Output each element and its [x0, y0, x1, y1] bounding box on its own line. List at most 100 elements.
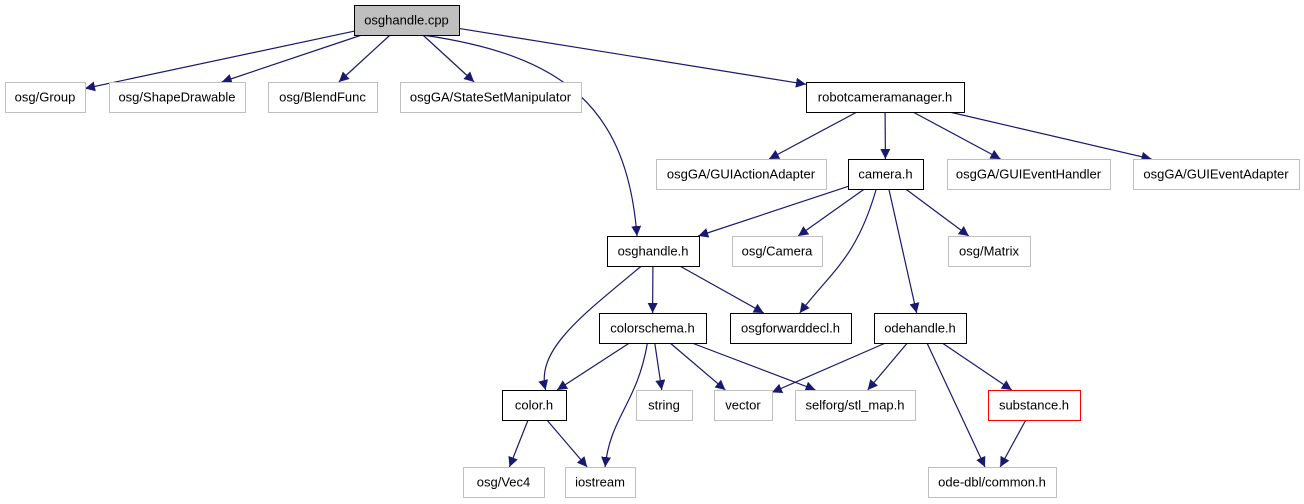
edge-osghandle_cpp-to-osg_group [84, 30, 355, 92]
edge-colorschema_h-to-vector [669, 342, 726, 391]
node-box-string [636, 390, 693, 421]
node-label-osgga_guiactionadapter: osgGA/GUIActionAdapter [667, 167, 816, 182]
edge-odehandle_h-to-selforg_stl_map_h [867, 342, 908, 391]
node-box-osghandle_cpp [354, 5, 460, 36]
node-label-substance_h: substance.h [999, 398, 1069, 413]
node-label-osgga_guieventadapter: osgGA/GUIEventAdapter [1143, 167, 1289, 182]
node-label-odehandle_h: odehandle.h [884, 321, 956, 336]
node-ode_dbl_common_h: ode-dbl/common.h [928, 467, 1057, 498]
node-label-osgga_guieventhandler: osgGA/GUIEventHandler [956, 167, 1102, 182]
edge-robotcameramanager_h-to-osgga_guieventhandler [912, 111, 1001, 160]
node-box-ode_dbl_common_h [928, 467, 1057, 498]
node-camera_h[interactable]: camera.h [848, 159, 924, 190]
node-osg_camera: osg/Camera [732, 236, 823, 267]
edge-odehandle_h-to-ode_dbl_common_h [926, 342, 986, 468]
edge-colorschema_h-to-string [654, 342, 666, 391]
node-colorschema_h[interactable]: colorschema.h [599, 313, 707, 344]
node-osgga_statesetmanipulator: osgGA/StateSetManipulator [400, 82, 582, 113]
node-box-osgga_guiactionadapter [656, 159, 827, 190]
node-vector: vector [714, 390, 773, 421]
node-box-osgga_statesetmanipulator [400, 82, 582, 113]
edge-robotcameramanager_h-to-osgga_guieventadapter [949, 111, 1152, 162]
node-osg_shapedrawable: osg/ShapeDrawable [109, 82, 246, 113]
node-osg_vec4: osg/Vec4 [463, 467, 545, 498]
node-osghandle_cpp[interactable]: osghandle.cpp [354, 5, 460, 36]
node-label-vector: vector [725, 398, 761, 413]
node-label-osgforwarddecl_h: osgforwarddecl.h [741, 321, 840, 336]
node-label-camera_h: camera.h [858, 167, 912, 182]
node-osg_blendfunc: osg/BlendFunc [268, 82, 378, 113]
node-layer: osghandle.cpp osg/Group osg/ShapeDrawable o… [5, 5, 1300, 498]
node-label-ode_dbl_common_h: ode-dbl/common.h [938, 475, 1046, 490]
edge-odehandle_h-to-vector [771, 342, 886, 393]
node-box-camera_h [848, 159, 924, 190]
edge-osghandle_h-to-osgforwarddecl_h [679, 265, 765, 314]
node-label-colorschema_h: colorschema.h [610, 321, 695, 336]
edge-osghandle_cpp-to-osg_blendfunc [338, 34, 391, 83]
node-box-iostream [565, 467, 636, 498]
node-box-odehandle_h [874, 313, 967, 344]
node-label-osg_camera: osg/Camera [742, 244, 814, 259]
edge-camera_h-to-osg_camera [797, 188, 865, 237]
node-box-vector [714, 390, 773, 421]
node-label-selforg_stl_map_h: selforg/stl_map.h [806, 398, 905, 413]
node-box-substance_h [988, 390, 1081, 421]
node-osg_matrix: osg/Matrix [948, 236, 1031, 267]
node-selforg_stl_map_h: selforg/stl_map.h [795, 390, 916, 421]
node-label-osg_group: osg/Group [15, 90, 76, 105]
node-box-osg_matrix [948, 236, 1031, 267]
node-osg_group: osg/Group [5, 82, 86, 113]
node-label-robotcameramanager_h: robotcameramanager.h [818, 90, 952, 105]
node-substance_h[interactable]: substance.h [988, 390, 1081, 421]
edge-camera_h-to-osg_matrix [905, 188, 970, 237]
node-label-color_h: color.h [515, 398, 553, 413]
node-box-colorschema_h [599, 313, 707, 344]
node-box-osg_camera [732, 236, 823, 267]
edge-colorschema_h-to-color_h [556, 342, 630, 391]
node-label-osgga_statesetmanipulator: osgGA/StateSetManipulator [410, 90, 572, 105]
edge-osghandle_cpp-to-osghandle_h [422, 34, 642, 237]
node-osgga_guiactionadapter: osgGA/GUIActionAdapter [656, 159, 827, 190]
node-box-selforg_stl_map_h [795, 390, 916, 421]
node-robotcameramanager_h[interactable]: robotcameramanager.h [806, 82, 965, 113]
node-box-osgga_guieventhandler [947, 159, 1111, 190]
node-box-color_h [502, 390, 567, 421]
node-box-osgforwarddecl_h [730, 313, 852, 344]
node-label-osghandle_cpp: osghandle.cpp [364, 13, 449, 28]
edge-osghandle_h-to-color_h [538, 265, 642, 391]
node-color_h[interactable]: color.h [502, 390, 567, 421]
edge-camera_h-to-odehandle_h [888, 188, 920, 314]
node-osghandle_h[interactable]: osghandle.h [607, 236, 700, 267]
node-label-osg_vec4: osg/Vec4 [477, 475, 531, 490]
node-box-osg_group [5, 82, 86, 113]
node-osgga_guieventhandler: osgGA/GUIEventHandler [947, 159, 1111, 190]
node-box-osg_shapedrawable [109, 82, 246, 113]
node-label-osg_shapedrawable: osg/ShapeDrawable [118, 90, 235, 105]
node-osgga_guieventadapter: osgGA/GUIEventAdapter [1133, 159, 1300, 190]
node-label-string: string [648, 398, 680, 413]
node-box-robotcameramanager_h [806, 82, 965, 113]
node-box-osg_blendfunc [268, 82, 378, 113]
node-iostream: iostream [565, 467, 636, 498]
edge-camera_h-to-osgforwarddecl_h [799, 188, 877, 314]
node-box-osghandle_h [607, 236, 700, 267]
edge-osghandle_cpp-to-robotcameramanager_h [458, 27, 807, 88]
edge-odehandle_h-to-substance_h [941, 342, 1013, 391]
node-box-osgga_guieventadapter [1133, 159, 1300, 190]
edge-colorschema_h-to-iostream [601, 342, 648, 468]
edge-osghandle_cpp-to-osg_shapedrawable [221, 34, 362, 84]
edge-color_h-to-osg_vec4 [508, 419, 529, 468]
node-label-iostream: iostream [575, 475, 625, 490]
node-label-osg_blendfunc: osg/BlendFunc [279, 90, 366, 105]
edge-colorschema_h-to-selforg_stl_map_h [691, 342, 816, 392]
node-odehandle_h[interactable]: odehandle.h [874, 313, 967, 344]
node-osgforwarddecl_h[interactable]: osgforwarddecl.h [730, 313, 852, 344]
node-string: string [636, 390, 693, 421]
edge-substance_h-to-ode_dbl_common_h [999, 419, 1027, 468]
node-box-osg_vec4 [463, 467, 545, 498]
node-label-osghandle_h: osghandle.h [618, 244, 689, 259]
edge-color_h-to-iostream [546, 419, 588, 468]
edge-osghandle_cpp-to-osgga_statesetmanipulator [422, 34, 475, 83]
edge-camera_h-to-osghandle_h [698, 185, 849, 238]
